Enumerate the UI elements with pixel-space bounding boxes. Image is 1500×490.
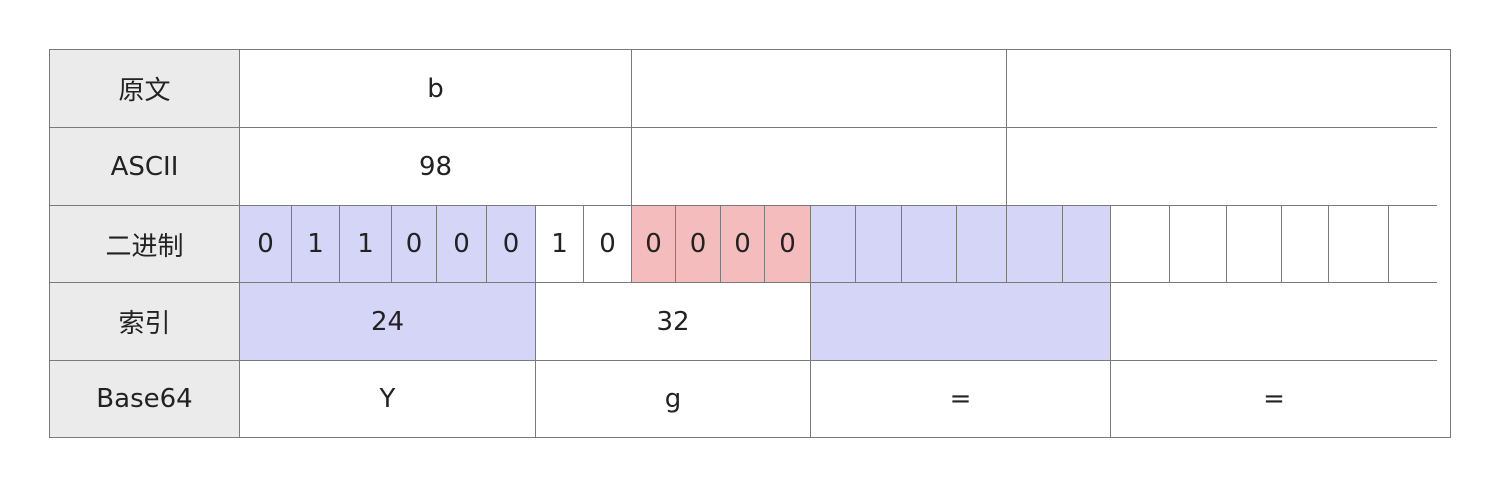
- padding-bit: 0: [676, 206, 721, 283]
- padding-bit: 0: [632, 206, 676, 283]
- index-empty-3: [811, 283, 1111, 361]
- ascii-value-cell: 98: [240, 128, 632, 206]
- index-empty-4: [1111, 283, 1437, 361]
- ascii-empty-cell-2: [632, 128, 1007, 206]
- base64-char-2: g: [536, 361, 811, 437]
- empty-bit-cell: [856, 206, 902, 283]
- base64-encoding-table: 原文 b ASCII 98 二进制 0 1 1 0 0 0 1 0 0 0 0 …: [49, 49, 1451, 438]
- plaintext-empty-cell-3: [1007, 50, 1437, 128]
- base64-char-1: Y: [240, 361, 536, 437]
- binary-bit: 1: [340, 206, 392, 283]
- binary-bit: 0: [487, 206, 536, 283]
- row-label-binary: 二进制: [50, 206, 240, 283]
- padding-bit: 0: [721, 206, 765, 283]
- empty-bit-cell: [1227, 206, 1282, 283]
- binary-bit: 0: [392, 206, 437, 283]
- empty-bit-cell: [1007, 206, 1063, 283]
- row-label-plaintext: 原文: [50, 50, 240, 128]
- binary-bit: 1: [536, 206, 584, 283]
- padding-bit: 0: [765, 206, 811, 283]
- empty-bit-cell: [1170, 206, 1227, 283]
- empty-bit-cell: [1063, 206, 1111, 283]
- row-label-base64: Base64: [50, 361, 240, 437]
- binary-bit: 0: [240, 206, 292, 283]
- binary-bit: 0: [437, 206, 487, 283]
- empty-bit-cell: [1111, 206, 1170, 283]
- index-value-1: 24: [240, 283, 536, 361]
- binary-bit: 0: [584, 206, 632, 283]
- binary-bit: 1: [292, 206, 340, 283]
- index-value-2: 32: [536, 283, 811, 361]
- empty-bit-cell: [1282, 206, 1329, 283]
- empty-bit-cell: [1329, 206, 1389, 283]
- empty-bit-cell: [957, 206, 1007, 283]
- row-label-ascii: ASCII: [50, 128, 240, 206]
- empty-bit-cell: [1389, 206, 1437, 283]
- empty-bit-cell: [811, 206, 856, 283]
- empty-bit-cell: [902, 206, 957, 283]
- ascii-empty-cell-3: [1007, 128, 1437, 206]
- plaintext-char-cell: b: [240, 50, 632, 128]
- base64-pad-char-1: =: [811, 361, 1111, 437]
- plaintext-empty-cell-2: [632, 50, 1007, 128]
- row-label-index: 索引: [50, 283, 240, 361]
- base64-pad-char-2: =: [1111, 361, 1437, 437]
